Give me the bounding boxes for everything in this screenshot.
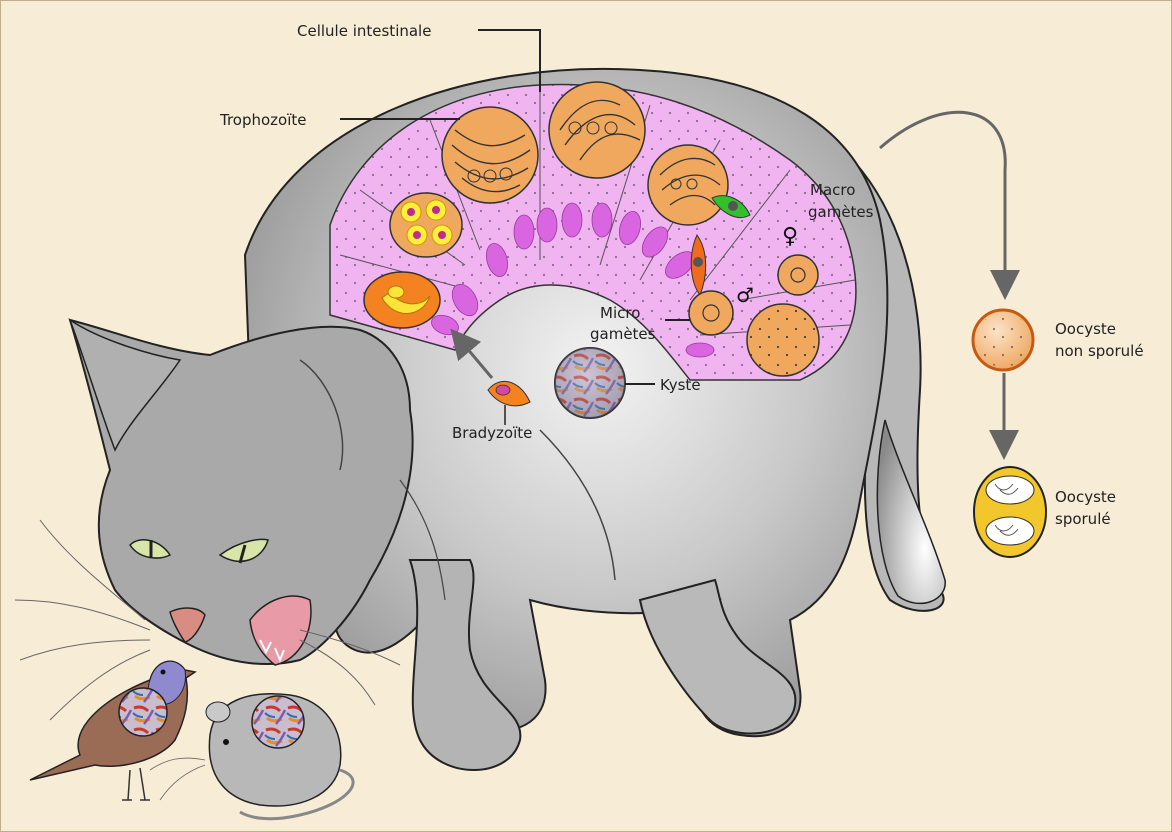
label-macro-1: Macro [810,181,855,199]
label-cellule-intestinale: Cellule intestinale [297,22,431,40]
label-oocyste-sp-2: sporulé [1055,510,1111,528]
label-micro-2: gamètes [590,325,656,343]
schizont-3 [648,145,728,225]
male-symbol-1: ♂ [736,283,754,307]
label-kyste: Kyste [660,376,701,394]
label-oocyste-non-2: non sporulé [1055,342,1144,360]
infected-cell-yellow [390,193,462,257]
parasitophorous-vacuole [364,272,440,328]
trophozoite-schizont [442,107,538,203]
label-bradyzoite: Bradyzoïte [452,424,532,442]
label-oocyste-non-1: Oocyste [1055,320,1116,338]
cyst [555,348,625,418]
label-macro-2: gamètes [808,203,874,221]
label-trophozoite: Trophozoïte [219,111,307,129]
schizont-2 [549,82,645,178]
label-oocyste-sp-1: Oocyste [1055,488,1116,506]
label-micro-1: Micro [600,304,640,322]
oocyst-unsporulated [973,310,1033,370]
oocyst-sporulated [974,467,1046,557]
female-symbol: ♀ [782,224,798,249]
